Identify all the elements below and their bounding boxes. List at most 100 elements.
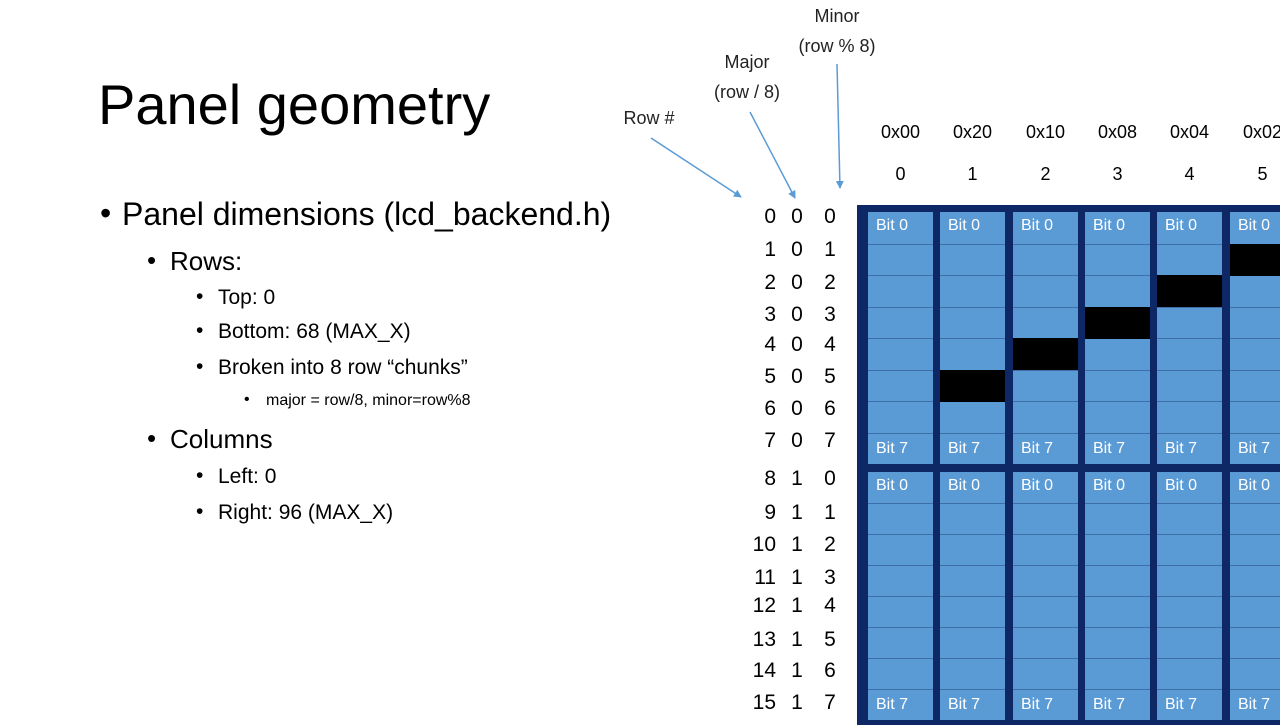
column-index-label: 4 xyxy=(1160,164,1220,185)
row-divider xyxy=(1013,370,1078,371)
row-divider xyxy=(940,433,1005,434)
row-divider xyxy=(868,596,933,597)
bit7-label: Bit 7 xyxy=(876,440,908,458)
bit7-label: Bit 7 xyxy=(1021,696,1053,714)
row-divider xyxy=(940,627,1005,628)
row-divider xyxy=(1085,689,1150,690)
row-number: 3 xyxy=(736,303,776,327)
bit0-label: Bit 0 xyxy=(948,477,980,495)
row-divider xyxy=(868,338,933,339)
row-divider xyxy=(1230,627,1280,628)
row-minor: 7 xyxy=(820,691,840,715)
row-divider xyxy=(1085,401,1150,402)
row-major: 0 xyxy=(787,271,807,295)
column-hex-label: 0x00 xyxy=(871,122,931,143)
row-divider xyxy=(940,534,1005,535)
row-major: 1 xyxy=(787,628,807,652)
row-divider xyxy=(1013,565,1078,566)
row-minor: 1 xyxy=(820,501,840,525)
row-number: 5 xyxy=(736,365,776,389)
row-minor: 1 xyxy=(820,238,840,262)
row-number: 13 xyxy=(736,628,776,652)
row-arrow xyxy=(651,138,741,197)
row-divider xyxy=(1085,534,1150,535)
row-divider xyxy=(1013,658,1078,659)
bit7-label: Bit 7 xyxy=(1093,696,1125,714)
bit7-label: Bit 7 xyxy=(1093,440,1125,458)
row-divider xyxy=(1157,433,1222,434)
row-divider xyxy=(1085,275,1150,276)
row-divider xyxy=(1230,565,1280,566)
row-divider xyxy=(1085,596,1150,597)
minor-arrow xyxy=(837,64,840,188)
bit0-label: Bit 0 xyxy=(1021,477,1053,495)
column-index-label: 2 xyxy=(1016,164,1076,185)
bit0-label: Bit 0 xyxy=(1021,217,1053,235)
row-divider xyxy=(1230,596,1280,597)
row-number: 6 xyxy=(736,397,776,421)
row-number: 4 xyxy=(736,333,776,357)
row-number: 2 xyxy=(736,271,776,295)
row-divider xyxy=(1013,433,1078,434)
row-divider xyxy=(1157,503,1222,504)
bit0-label: Bit 0 xyxy=(1165,477,1197,495)
row-minor: 0 xyxy=(820,205,840,229)
row-major: 1 xyxy=(787,533,807,557)
row-minor: 2 xyxy=(820,533,840,557)
row-minor: 5 xyxy=(820,365,840,389)
row-number: 1 xyxy=(736,238,776,262)
lit-pixel xyxy=(1230,244,1280,276)
row-number: 11 xyxy=(736,566,776,590)
lit-pixel xyxy=(1157,275,1222,307)
row-number: 8 xyxy=(736,467,776,491)
row-divider xyxy=(868,401,933,402)
row-divider xyxy=(1230,401,1280,402)
row-minor: 3 xyxy=(820,566,840,590)
row-divider xyxy=(1230,658,1280,659)
row-divider xyxy=(1085,503,1150,504)
bit7-label: Bit 7 xyxy=(876,696,908,714)
row-minor: 4 xyxy=(820,333,840,357)
row-major: 0 xyxy=(787,429,807,453)
row-divider xyxy=(1157,689,1222,690)
row-divider xyxy=(1157,307,1222,308)
bit7-label: Bit 7 xyxy=(1238,696,1270,714)
bit0-label: Bit 0 xyxy=(948,217,980,235)
row-divider xyxy=(1157,627,1222,628)
row-divider xyxy=(868,275,933,276)
row-major: 0 xyxy=(787,365,807,389)
bit0-label: Bit 0 xyxy=(1093,477,1125,495)
row-major: 1 xyxy=(787,691,807,715)
row-divider xyxy=(940,503,1005,504)
lit-pixel xyxy=(940,370,1005,402)
row-divider xyxy=(1085,658,1150,659)
row-divider xyxy=(1157,565,1222,566)
row-divider xyxy=(1013,534,1078,535)
row-major: 0 xyxy=(787,238,807,262)
column-hex-label: 0x20 xyxy=(943,122,1003,143)
bit7-label: Bit 7 xyxy=(1238,440,1270,458)
row-divider xyxy=(1085,244,1150,245)
row-divider xyxy=(1085,433,1150,434)
bit7-label: Bit 7 xyxy=(1021,440,1053,458)
row-divider xyxy=(1230,503,1280,504)
column-hex-label: 0x10 xyxy=(1016,122,1076,143)
row-divider xyxy=(1157,658,1222,659)
row-divider xyxy=(868,565,933,566)
row-divider xyxy=(1013,596,1078,597)
row-divider xyxy=(940,565,1005,566)
row-minor: 6 xyxy=(820,397,840,421)
bit0-label: Bit 0 xyxy=(876,477,908,495)
row-minor: 2 xyxy=(820,271,840,295)
row-divider xyxy=(1157,401,1222,402)
row-divider xyxy=(1013,244,1078,245)
row-major: 1 xyxy=(787,659,807,683)
row-divider xyxy=(1230,370,1280,371)
row-number: 14 xyxy=(736,659,776,683)
row-major: 0 xyxy=(787,303,807,327)
row-divider xyxy=(868,534,933,535)
row-major: 0 xyxy=(787,333,807,357)
